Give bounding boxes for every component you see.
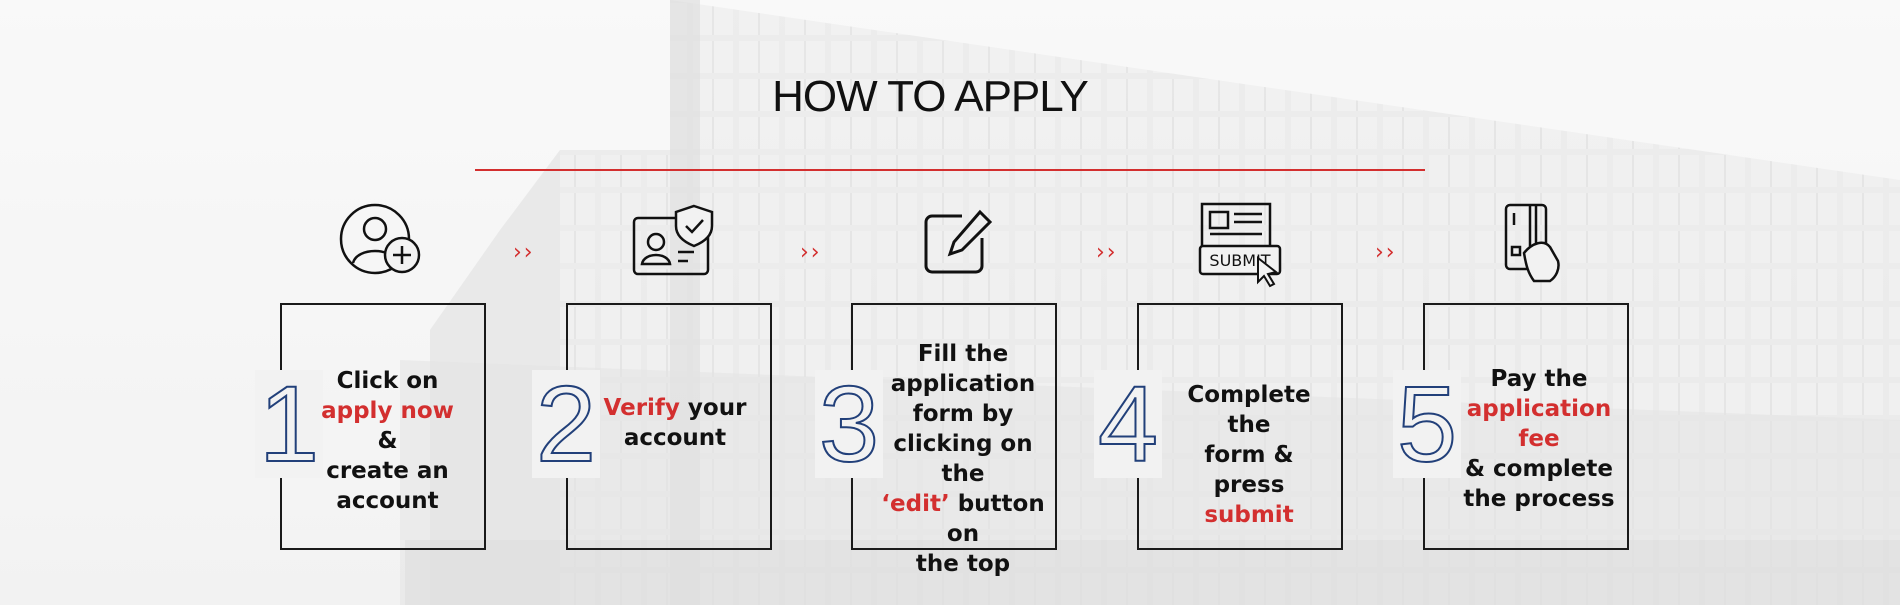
step-description: Verify your account bbox=[600, 393, 750, 453]
step-text: the top bbox=[915, 551, 1011, 577]
submit-icon-label: SUBMIT bbox=[1209, 251, 1270, 270]
step-description: Fill the application form by clicking on… bbox=[877, 339, 1049, 579]
step-text: the process bbox=[1463, 486, 1615, 512]
apply-now-link[interactable]: apply now bbox=[321, 398, 454, 424]
step-text: account bbox=[623, 425, 727, 451]
step-arrow: ›› bbox=[800, 240, 822, 265]
step-highlight: application fee bbox=[1466, 396, 1612, 452]
step-text: create an bbox=[326, 458, 449, 484]
step-highlight: submit bbox=[1204, 502, 1294, 528]
step-text: Fill the bbox=[917, 341, 1009, 367]
step-text: Click on bbox=[336, 368, 439, 394]
step-text: form by bbox=[912, 401, 1014, 427]
step-number: 5 bbox=[1393, 369, 1462, 479]
step-text: Pay the bbox=[1490, 366, 1588, 392]
step-text: Complete the bbox=[1187, 382, 1311, 438]
step-text: & bbox=[377, 428, 398, 454]
step-description: Click on apply now & create an account bbox=[310, 366, 465, 516]
title-divider bbox=[475, 169, 1425, 171]
card-payment-icon bbox=[1504, 203, 1560, 283]
user-add-icon bbox=[339, 203, 421, 275]
step-text: & complete bbox=[1464, 456, 1613, 482]
step-number: 4 bbox=[1094, 369, 1163, 479]
verified-id-card-icon bbox=[632, 204, 714, 276]
step-description: Complete the form & press submit bbox=[1168, 380, 1330, 530]
step-number: 1 bbox=[255, 369, 324, 479]
submit-form-icon: SUBMIT bbox=[1198, 202, 1282, 288]
step-arrow: ›› bbox=[513, 240, 535, 265]
step-text: clicking on the bbox=[893, 431, 1033, 487]
step-arrow: ›› bbox=[1375, 240, 1397, 265]
step-highlight: Verify bbox=[603, 395, 680, 421]
edit-icon bbox=[924, 209, 993, 274]
page-title: HOW TO APPLY bbox=[772, 72, 1089, 121]
step-arrow: ›› bbox=[1096, 240, 1118, 265]
step-highlight: ‘edit’ bbox=[881, 491, 950, 517]
step-description: Pay the application fee & complete the p… bbox=[1455, 364, 1623, 514]
step-text: form & press bbox=[1204, 442, 1294, 498]
step-text: application bbox=[890, 371, 1036, 397]
step-text: account bbox=[336, 488, 439, 514]
step-number: 3 bbox=[815, 369, 884, 479]
step-number: 2 bbox=[532, 369, 601, 479]
step-text: button on bbox=[946, 491, 1045, 547]
step-text: your bbox=[679, 395, 747, 421]
